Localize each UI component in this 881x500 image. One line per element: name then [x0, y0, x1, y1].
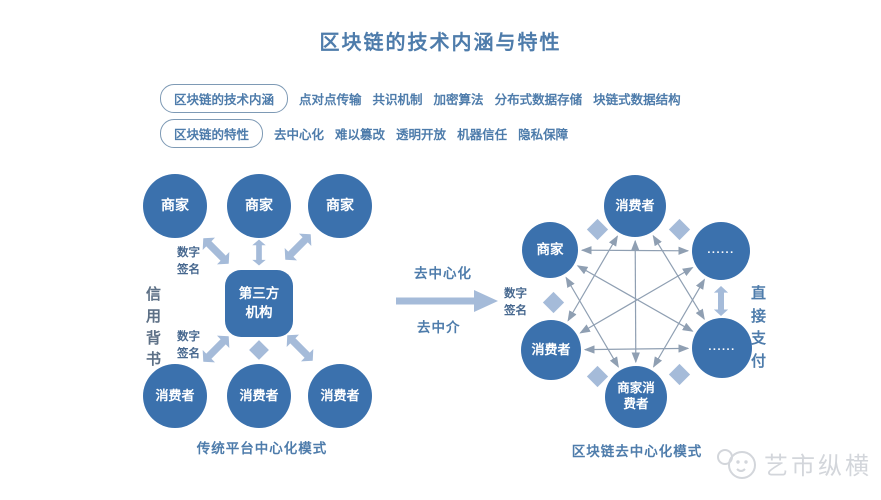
merchant-consumer-node: 商家消费者	[605, 366, 667, 428]
consumer-node: 消费者	[604, 175, 666, 237]
tag-decentralized: 去中心化	[274, 128, 325, 142]
merchant-node: 商家	[143, 174, 207, 238]
merchant-consumer-label: 商家消费者	[617, 381, 655, 411]
watermark-text: 艺市纵横	[764, 452, 872, 480]
characteristics-row: 区块链的特性 去中心化 难以篡改 透明开放 机器信任 隐私保障	[160, 119, 568, 148]
mesh-arrows	[565, 234, 706, 368]
tag-tamper-proof: 难以篡改	[335, 128, 386, 142]
double-arrow-icon	[277, 226, 318, 267]
tag-encryption: 加密算法	[433, 93, 484, 107]
digital-signature-label: 数字签名	[504, 288, 527, 318]
diamond-icon	[249, 340, 269, 360]
double-arrow-icon	[712, 286, 730, 316]
left-diagram-caption: 传统平台中心化模式	[196, 441, 328, 456]
disintermediation-label: 去中介	[417, 320, 461, 335]
third-party-label: 第三方机构	[238, 285, 280, 320]
merchant-node: 商家	[522, 222, 578, 278]
merchant-node: 商家	[227, 174, 291, 238]
tag-transparent: 透明开放	[396, 128, 447, 142]
tag-distributed-storage: 分布式数据存储	[494, 93, 583, 107]
pill-technical-connotation: 区块链的技术内涵	[160, 84, 289, 113]
direct-payment-label: 直接支付	[751, 285, 768, 370]
tag-privacy: 隐私保障	[518, 128, 569, 142]
watermark-logo-icon	[717, 449, 756, 479]
tag-p2p-transfer: 点对点传输	[299, 93, 362, 107]
double-arrow-icon	[195, 328, 236, 369]
technical-connotation-row: 区块链的技术内涵 点对点传输 共识机制 加密算法 分布式数据存储 块链式数据结构	[160, 84, 681, 113]
pill-characteristics: 区块链的特性	[160, 119, 264, 148]
third-party-box: 第三方机构	[225, 270, 293, 337]
digital-signature-label: 数字签名	[177, 247, 200, 277]
tag-machine-trust: 机器信任	[457, 128, 508, 142]
right-diagram-caption: 区块链去中心化模式	[571, 444, 703, 459]
credit-endorsement-label: 信用背书	[146, 286, 163, 369]
double-arrow-icon	[279, 327, 320, 368]
ellipsis-node: ......	[692, 222, 750, 280]
watermark: 艺市纵横	[714, 444, 872, 482]
digital-signature-label: 数字签名	[177, 331, 200, 361]
page-title: 区块链的技术内涵与特性	[319, 32, 562, 54]
double-arrow-icon	[251, 239, 268, 266]
transition-arrow-icon	[396, 288, 498, 314]
merchant-node: 商家	[308, 174, 372, 238]
consumer-node: 消费者	[143, 364, 207, 428]
decentralization-label: 去中心化	[414, 266, 472, 281]
ellipsis-node: ......	[692, 318, 752, 378]
double-arrow-icon	[195, 230, 236, 271]
tag-chain-structure: 块链式数据结构	[593, 93, 681, 107]
consumer-node: 消费者	[521, 320, 581, 380]
consumer-node: 消费者	[227, 364, 291, 428]
tag-consensus: 共识机制	[372, 93, 423, 107]
consumer-node: 消费者	[308, 364, 372, 428]
